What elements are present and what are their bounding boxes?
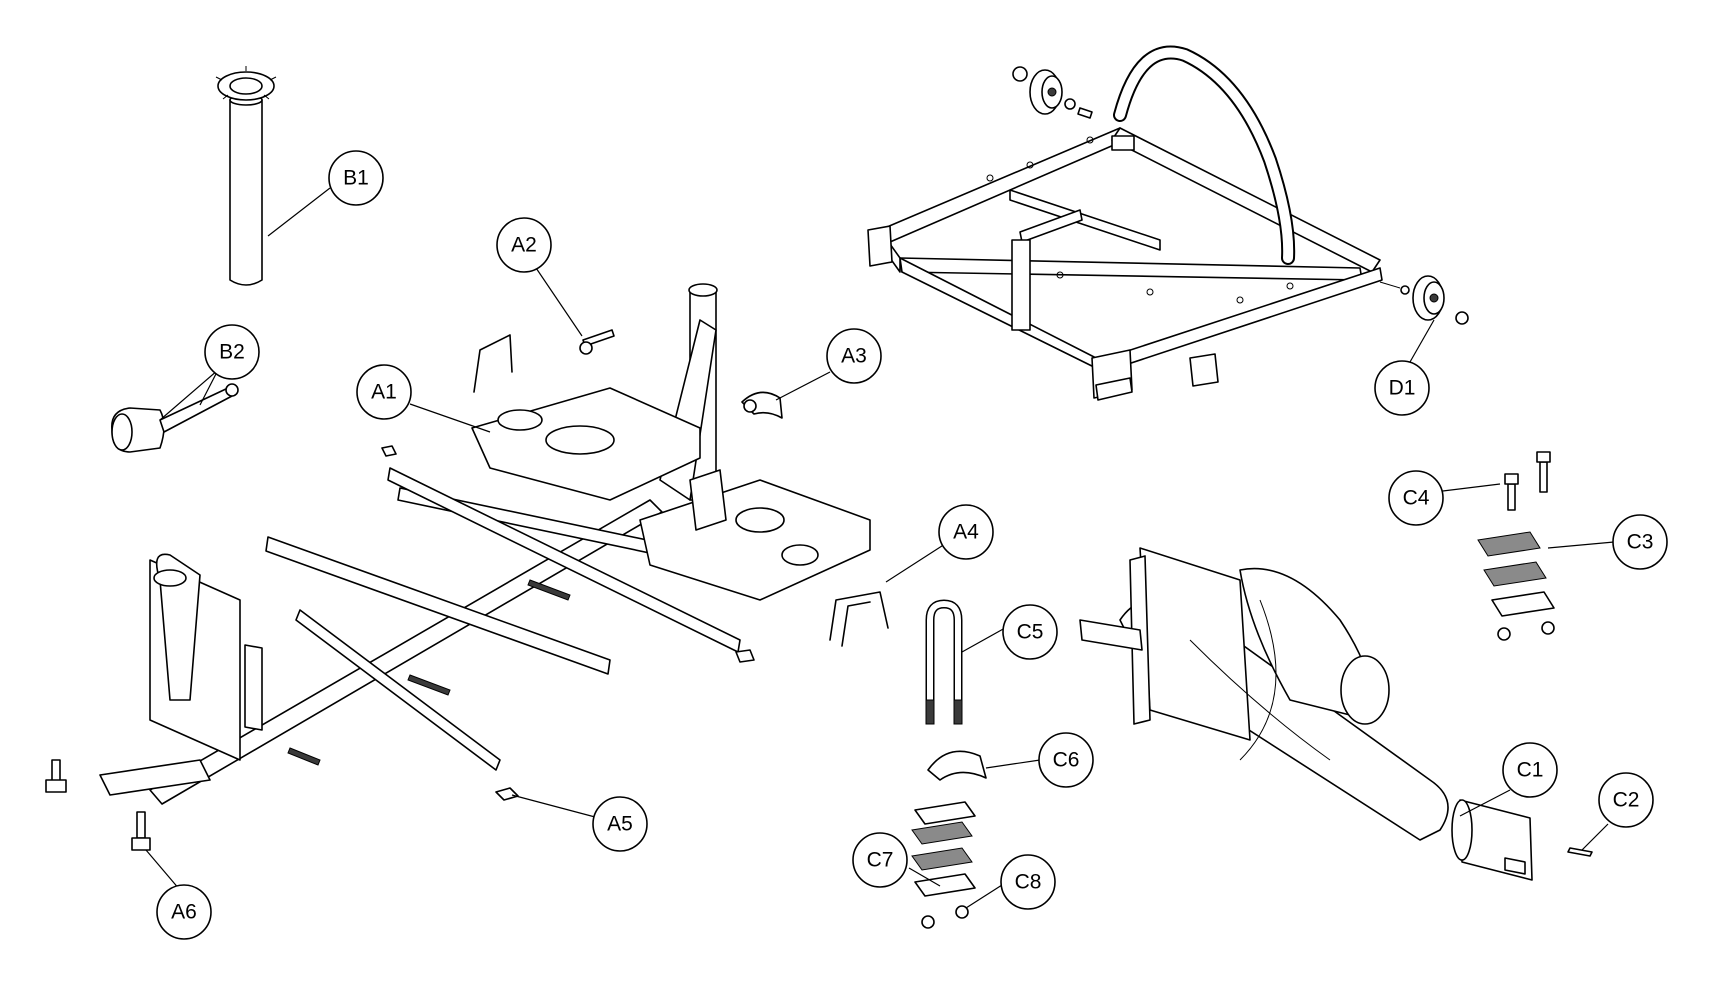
callout-a1: A1: [356, 364, 412, 420]
part-rear-frame: [867, 45, 1383, 401]
svg-text:C4: C4: [1403, 487, 1430, 510]
part-c8-nuts: [921, 905, 969, 929]
svg-text:C6: C6: [1053, 749, 1080, 772]
part-c5-u-bolt: [925, 599, 963, 725]
svg-text:C3: C3: [1627, 531, 1654, 554]
leader-lines: [145, 187, 1615, 909]
part-a2-pin: [579, 329, 615, 355]
part-a5-plate: [381, 445, 755, 801]
svg-text:C5: C5: [1017, 621, 1044, 644]
callout-c4: C4: [1388, 470, 1444, 526]
part-a4-bracket: [473, 334, 889, 647]
callout-a5: A5: [592, 796, 648, 852]
callout-c3: C3: [1612, 514, 1668, 570]
svg-text:C7: C7: [867, 849, 894, 872]
callout-a2: A2: [496, 217, 552, 273]
callout-c1: C1: [1502, 742, 1558, 798]
callout-a3: A3: [826, 328, 882, 384]
part-c3-clamp-plates: [1477, 531, 1555, 641]
svg-text:A1: A1: [371, 381, 397, 404]
svg-text:A3: A3: [841, 345, 867, 368]
part-c6-saddle: [927, 750, 987, 781]
svg-text:B2: B2: [219, 341, 245, 364]
part-a3-clip: [741, 391, 783, 419]
svg-text:C2: C2: [1613, 789, 1640, 812]
part-b2-seat-lock: [111, 383, 239, 453]
callout-c8: C8: [1000, 854, 1056, 910]
callout-c2: C2: [1598, 772, 1654, 828]
svg-text:A4: A4: [953, 521, 979, 544]
callout-c5: C5: [1002, 604, 1058, 660]
svg-text:A5: A5: [607, 813, 633, 836]
svg-text:D1: D1: [1389, 377, 1416, 400]
svg-text:C8: C8: [1015, 871, 1042, 894]
callout-b1: B1: [328, 150, 384, 206]
callout-c7: C7: [852, 832, 908, 888]
part-d-wheel-left: [1012, 66, 1093, 119]
callout-c6: C6: [1038, 732, 1094, 788]
callout-a6: A6: [156, 884, 212, 940]
svg-text:C1: C1: [1517, 759, 1544, 782]
svg-text:B1: B1: [343, 167, 369, 190]
part-d1-wheel-right: [1379, 275, 1469, 325]
svg-text:A6: A6: [171, 901, 197, 924]
svg-text:A2: A2: [511, 234, 537, 257]
callout-b2: B2: [204, 324, 260, 380]
part-c7-plates: [911, 801, 976, 897]
part-c1-transaxle: [1079, 547, 1533, 881]
part-a6-bolt: [45, 759, 151, 851]
callout-a4: A4: [938, 504, 994, 560]
part-main-frame: [99, 283, 871, 805]
part-b1-seat-post: [215, 66, 277, 286]
part-c4-bolts: [1504, 451, 1551, 511]
part-c2-key: [1567, 847, 1593, 857]
callout-d1: D1: [1374, 360, 1430, 416]
